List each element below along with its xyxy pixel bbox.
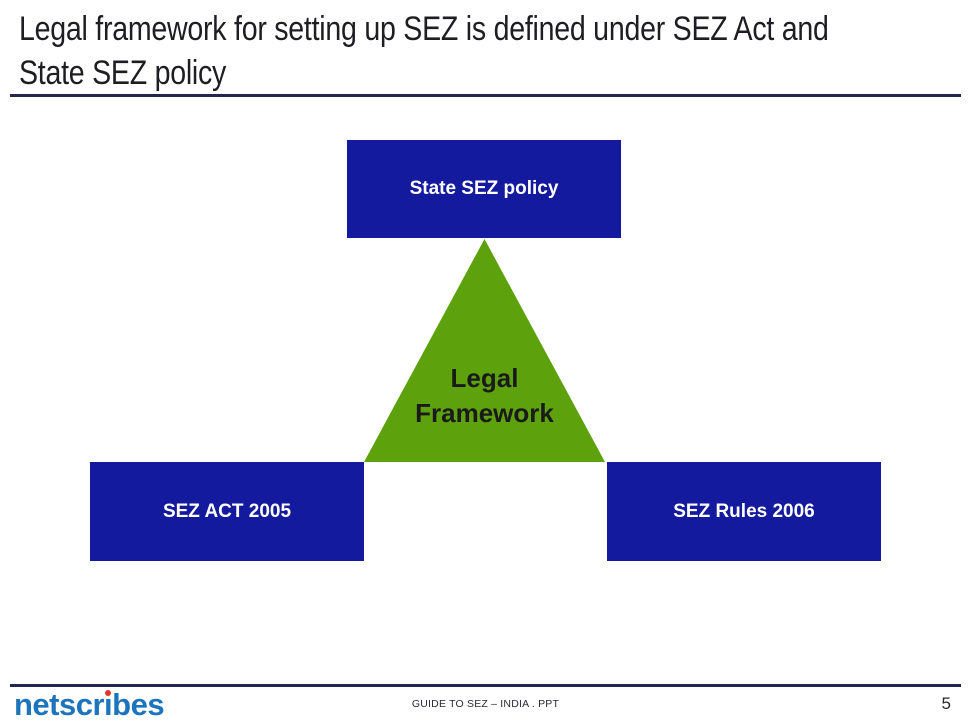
logo-text-suffix: bes	[112, 687, 165, 722]
slide-title: Legal framework for setting up SEZ is de…	[19, 8, 829, 95]
slide-title-line-2: State SEZ policy	[19, 53, 227, 92]
diagram-box-sez-rules-2006: SEZ Rules 2006	[607, 462, 881, 561]
diagram-box-state-sez-policy: State SEZ policy	[347, 140, 621, 238]
diagram-triangle-legal-framework: Legal Framework	[364, 239, 605, 462]
footer-document-title: GUIDE TO SEZ – INDIA . PPT	[411, 698, 560, 710]
logo-dotless-i: ı	[104, 687, 113, 722]
diagram-box-sez-act-2005-label: SEZ ACT 2005	[162, 500, 292, 522]
title-divider-line	[10, 94, 961, 97]
diagram-box-sez-act-2005: SEZ ACT 2005	[90, 462, 364, 561]
triangle-label-line-1: Legal	[450, 363, 519, 394]
logo-text-prefix: netscr	[14, 687, 105, 722]
logo-i-red-dot	[105, 690, 112, 696]
logo-letter-i: ı	[104, 687, 113, 722]
page-number: 5	[941, 694, 951, 713]
diagram-box-sez-rules-2006-label: SEZ Rules 2006	[673, 500, 815, 522]
footer-divider-line	[10, 684, 961, 687]
triangle-label-line-2: Framework	[415, 397, 554, 428]
diagram-box-state-sez-policy-label: State SEZ policy	[409, 178, 559, 199]
slide-title-line-1: Legal framework for setting up SEZ is de…	[19, 10, 829, 48]
